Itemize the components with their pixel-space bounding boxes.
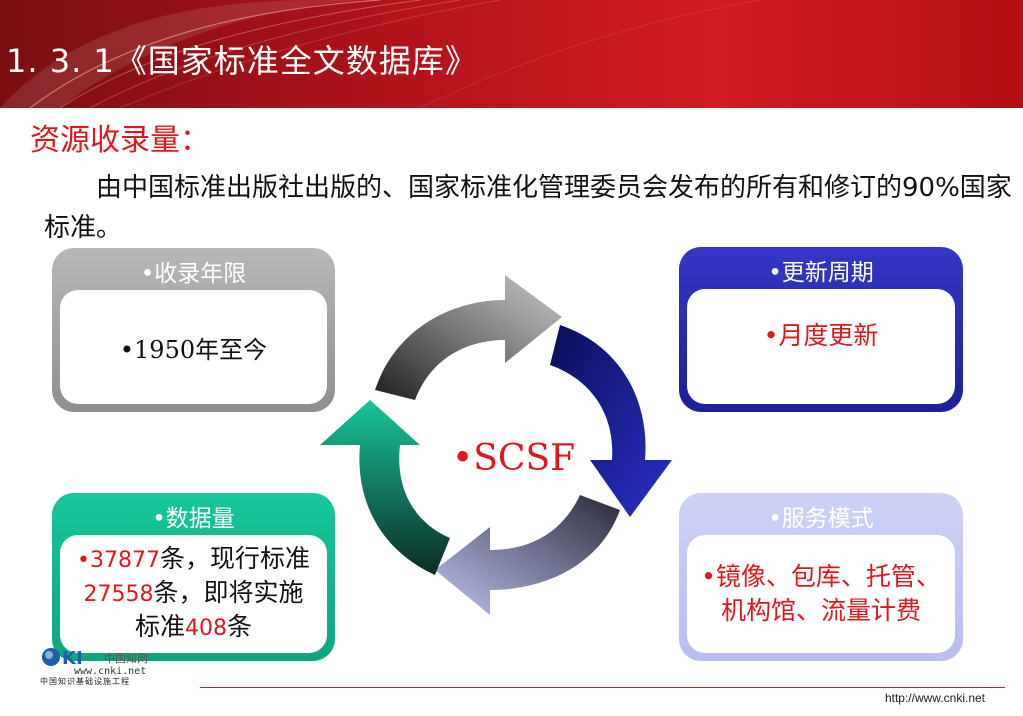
volume-text-1: 条，现行标准 [159, 544, 310, 573]
logo-url: www.cnki.net [74, 666, 147, 677]
logo-subtitle: 中国知识基础设施工程 [40, 677, 130, 686]
volume-bullet: • [77, 548, 90, 573]
logo-text: 中国知网 [104, 652, 148, 665]
update-value: •月度更新 [763, 321, 879, 350]
card-update-body: •月度更新 [687, 289, 955, 404]
cnki-logo-icon: KI [42, 648, 83, 668]
card-coverage-title: •收录年限 [140, 261, 247, 287]
page-title: 1. 3. 1《国家标准全文数据库》 [6, 42, 478, 80]
card-update: •更新周期 •月度更新 [679, 247, 963, 412]
card-coverage: •收录年限 •1950年至今 [52, 248, 335, 412]
cnki-logo: KI 中国知网 www.cnki.net 中国知识基础设施工程 [40, 646, 200, 688]
card-service-body: •镜像、包库、托管、机构馆、流量计费 [687, 535, 955, 653]
section-label: 资源收录量： [30, 123, 210, 158]
card-coverage-body: •1950年至今 [60, 290, 327, 404]
volume-text-2: 条，即将实施标准 [134, 578, 304, 641]
volume-current: 27558 [83, 582, 154, 607]
header-banner: 1. 3. 1《国家标准全文数据库》 [0, 0, 1023, 108]
cycle-arrows-icon [320, 275, 672, 615]
svg-text:KI: KI [62, 648, 83, 668]
coverage-value: •1950年至今 [119, 335, 268, 364]
footer-divider [200, 687, 1005, 688]
volume-upcoming: 408 [185, 616, 227, 641]
center-label: •SCSF [452, 438, 576, 479]
card-volume: •数据量 •37877条，现行标准27558条，即将实施标准408条 [52, 493, 335, 661]
card-service-title: •服务模式 [768, 506, 874, 532]
volume-text-3: 条 [227, 612, 253, 641]
description-text: 由中国标准出版社出版的、国家标准化管理委员会发布的所有和修订的90%国家标准。 [44, 173, 1012, 243]
footer-link[interactable]: http://www.cnki.net [884, 691, 985, 705]
volume-value: •37877条，现行标准27558条，即将实施标准408条 [74, 543, 313, 645]
header-swoosh-decoration [0, 0, 761, 108]
card-volume-body: •37877条，现行标准27558条，即将实施标准408条 [60, 535, 327, 653]
service-value: •镜像、包库、托管、机构馆、流量计费 [701, 562, 941, 625]
card-volume-title: •数据量 [152, 506, 235, 532]
volume-total: 37877 [89, 548, 160, 573]
card-service: •服务模式 •镜像、包库、托管、机构馆、流量计费 [679, 493, 963, 661]
card-update-title: •更新周期 [768, 260, 874, 286]
